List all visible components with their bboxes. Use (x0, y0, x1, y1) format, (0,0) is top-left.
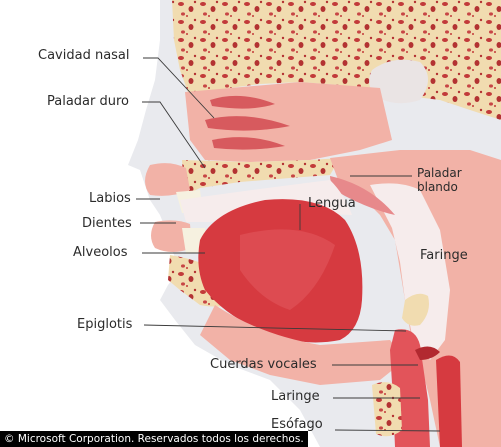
label-dientes: Dientes (82, 216, 132, 232)
esophagus (436, 355, 462, 447)
label-paladar-blando-line2: blando (417, 181, 458, 194)
copyright-notice: © Microsoft Corporation. Reservados todo… (0, 431, 308, 447)
label-cuerdas-vocales: Cuerdas vocales (210, 357, 317, 373)
label-paladar-blando-line1: Paladar (417, 167, 462, 180)
label-faringe: Faringe (420, 248, 468, 264)
upper-lip (145, 163, 190, 196)
label-laringe: Laringe (271, 389, 320, 405)
label-alveolos: Alveolos (73, 245, 128, 261)
label-lengua: Lengua (308, 196, 356, 212)
label-labios: Labios (89, 191, 131, 207)
label-cavidad-nasal: Cavidad nasal (38, 48, 130, 64)
vertebra (372, 382, 402, 436)
label-paladar-duro: Paladar duro (47, 94, 129, 110)
label-epiglotis: Epiglotis (77, 317, 132, 333)
